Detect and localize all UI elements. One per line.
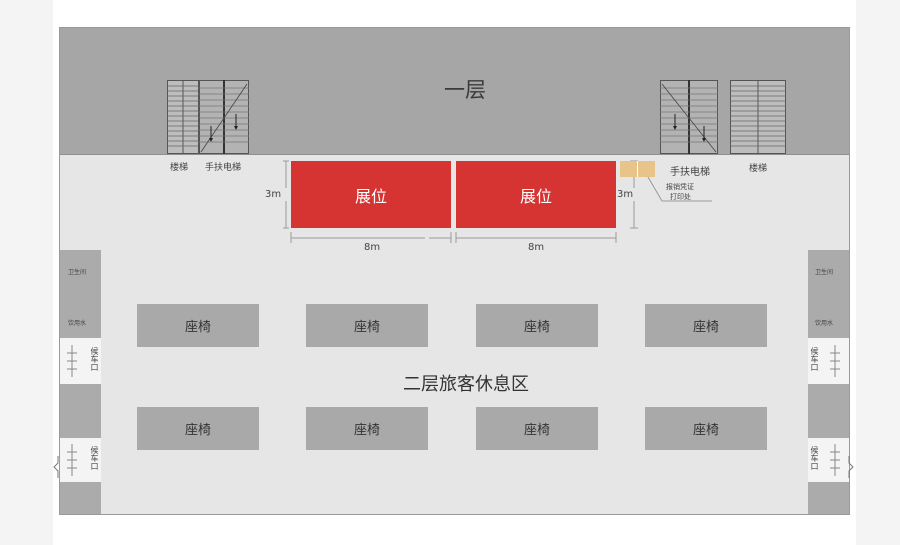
turnstile-icon <box>830 444 840 476</box>
left-restroom-label: 卫生间 <box>68 269 87 276</box>
right-water-label: 饮用水 <box>815 320 834 327</box>
booth-1-width: 8m <box>364 242 381 253</box>
left-gate-1-label: 候车口 <box>90 347 99 371</box>
booth-1-height: 3m <box>265 189 282 200</box>
left-gate-1[interactable]: 候车口 <box>60 338 101 384</box>
escalator-right-label: 手扶电梯 <box>670 167 710 178</box>
print-point-divider <box>637 161 638 177</box>
turnstile-icon <box>67 444 77 476</box>
escalator-right-icon <box>660 80 718 154</box>
escalator-left-label: 手扶电梯 <box>205 163 242 173</box>
break-marker-right-icon <box>848 456 854 478</box>
booth-1[interactable]: 展位 <box>291 161 451 228</box>
seat-label: 座椅 <box>692 423 719 438</box>
booth-2-label: 展位 <box>519 186 552 206</box>
left-water-label: 饮用水 <box>68 320 87 327</box>
right-bottom-block <box>808 482 849 514</box>
turnstile-icon <box>830 345 840 377</box>
seat-label: 座椅 <box>184 320 211 335</box>
seat-r1-1[interactable]: 座椅 <box>137 304 259 347</box>
seat-r2-2[interactable]: 座椅 <box>306 407 428 450</box>
booth-2-height: 3m <box>617 189 634 200</box>
left-restroom-block <box>60 250 101 338</box>
left-mid-block <box>60 384 101 438</box>
stairs-right-label: 楼梯 <box>749 164 768 174</box>
seat-r2-3[interactable]: 座椅 <box>476 407 598 450</box>
left-gate-2-label: 候车口 <box>90 446 99 470</box>
turnstile-icon <box>67 345 77 377</box>
left-bottom-block <box>60 482 101 514</box>
seat-label: 座椅 <box>523 423 550 438</box>
escalator-left-icon <box>199 80 249 154</box>
seat-r1-4[interactable]: 座椅 <box>645 304 767 347</box>
print-point-line1: 报销凭证 <box>666 183 694 191</box>
right-gate-2-label: 候车口 <box>810 446 819 470</box>
seat-r2-4[interactable]: 座椅 <box>645 407 767 450</box>
print-point[interactable] <box>620 161 655 177</box>
seat-label: 座椅 <box>692 320 719 335</box>
right-gate-1-label: 候车口 <box>810 347 819 371</box>
seat-r2-1[interactable]: 座椅 <box>137 407 259 450</box>
stairs-right-icon <box>730 80 786 154</box>
booth-2-width: 8m <box>528 242 545 253</box>
floor1-title: 一层 <box>444 78 486 102</box>
seat-label: 座椅 <box>184 423 211 438</box>
seat-label: 座椅 <box>353 320 380 335</box>
seat-label: 座椅 <box>523 320 550 335</box>
left-gate-2[interactable]: 候车口 <box>60 438 101 482</box>
break-marker-left-icon <box>53 456 59 478</box>
right-restroom-label: 卫生间 <box>815 269 834 276</box>
seat-r1-3[interactable]: 座椅 <box>476 304 598 347</box>
stairs-left-icon <box>167 80 199 154</box>
seat-label: 座椅 <box>353 423 380 438</box>
right-gate-1[interactable]: 候车口 <box>808 338 849 384</box>
booth-1-label: 展位 <box>354 186 387 206</box>
booth-2[interactable]: 展位 <box>456 161 616 228</box>
right-restroom-block <box>808 250 849 338</box>
right-gate-2[interactable]: 候车口 <box>808 438 849 482</box>
floor2-title: 二层旅客休息区 <box>403 374 529 395</box>
right-mid-block <box>808 384 849 438</box>
stairs-left-label: 楼梯 <box>170 163 189 173</box>
seat-r1-2[interactable]: 座椅 <box>306 304 428 347</box>
print-point-line2: 打印处 <box>670 193 691 201</box>
